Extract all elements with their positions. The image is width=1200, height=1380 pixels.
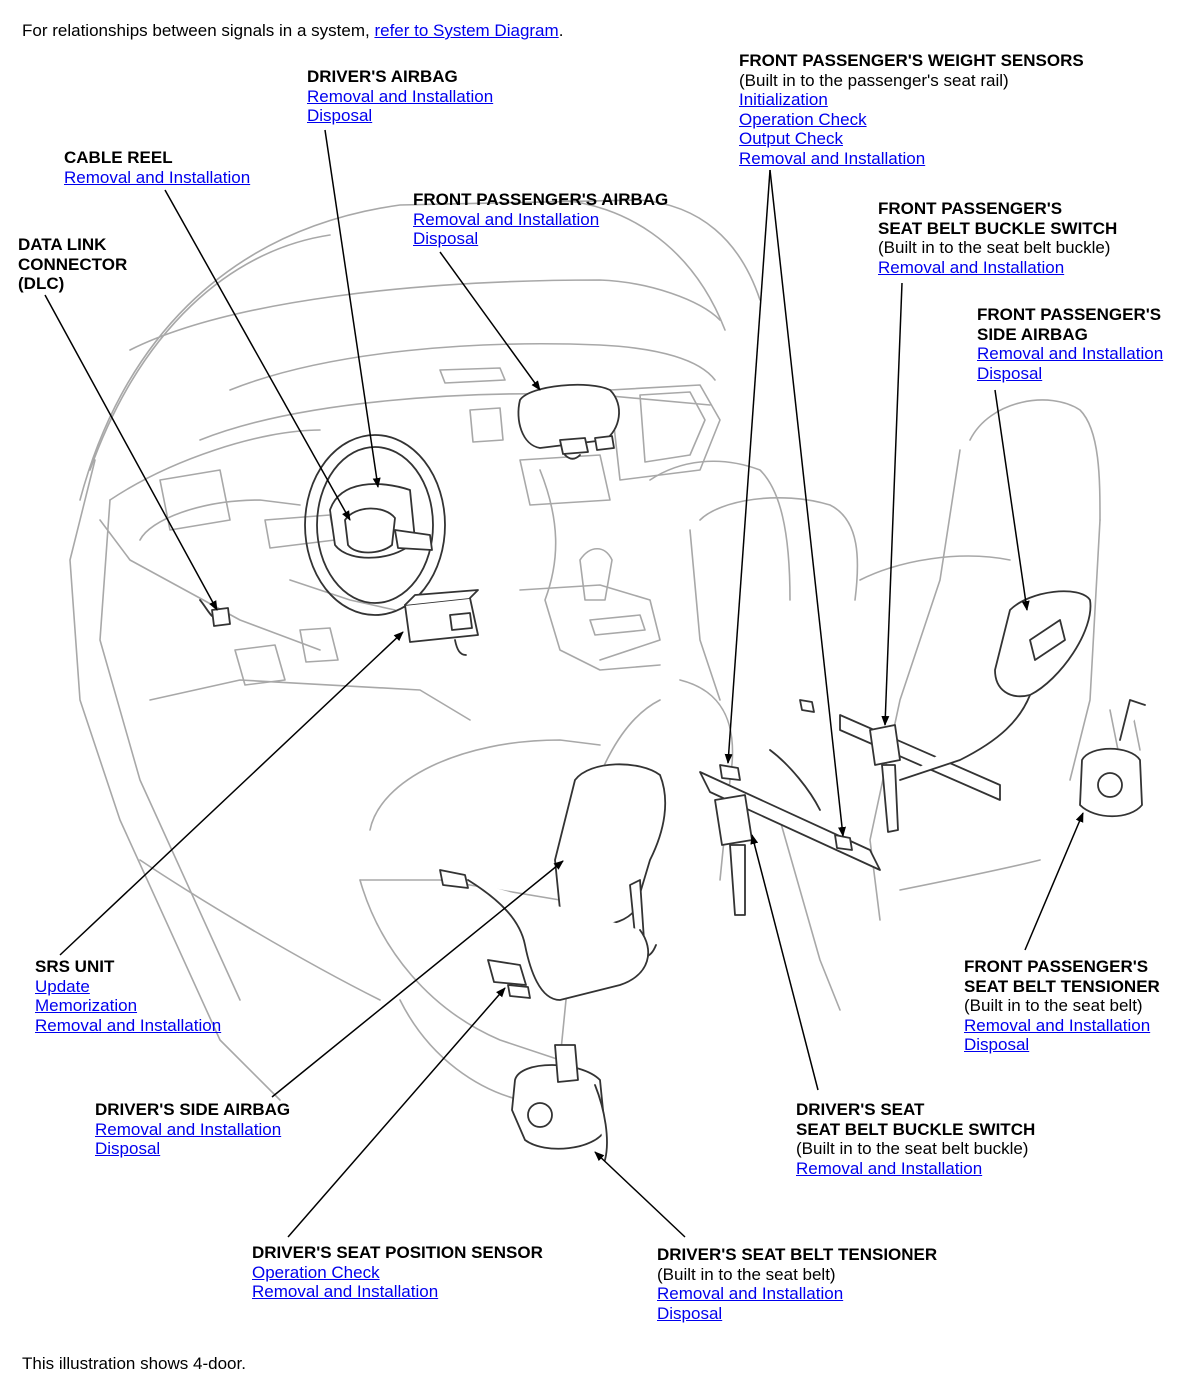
passenger-side-airbag-module — [899, 590, 1092, 781]
driver-buckle-switch-module — [714, 794, 753, 916]
passenger-side-airbag-removal-link[interactable]: Removal and Installation — [977, 344, 1164, 363]
component-title: DRIVER'S SEAT BELT TENSIONER — [657, 1245, 938, 1264]
srs-unit-module — [404, 589, 479, 656]
component-note: (Built in to the seat belt buckle) — [796, 1139, 1029, 1158]
leader-line-driver-buckle — [750, 834, 819, 1091]
drivers-airbag-removal-link[interactable]: Removal and Installation — [307, 86, 494, 106]
passenger-buckle-switch-module — [869, 724, 901, 833]
label-weight-sensors: FRONT PASSENGER'S WEIGHT SENSORS (Built … — [739, 51, 1084, 168]
passenger-airbag-module — [517, 383, 620, 460]
component-title: FRONT PASSENGER'S — [977, 305, 1162, 324]
component-title: DATA LINK — [18, 235, 107, 254]
seat-position-removal-link[interactable]: Removal and Installation — [252, 1282, 439, 1301]
srs-unit-update-link[interactable]: Update — [35, 976, 90, 996]
component-title: DRIVER'S AIRBAG — [307, 67, 458, 86]
component-title: DRIVER'S SEAT — [796, 1100, 925, 1119]
weight-sensors-initialization-link[interactable]: Initialization — [739, 90, 828, 109]
component-title: FRONT PASSENGER'S WEIGHT SENSORS — [739, 51, 1084, 70]
passenger-tensioner-disposal-link[interactable]: Disposal — [964, 1035, 1030, 1054]
component-title: SEAT BELT TENSIONER — [964, 976, 1160, 996]
label-driver-buckle-switch: DRIVER'S SEAT SEAT BELT BUCKLE SWITCH (B… — [796, 1100, 1035, 1178]
intro-suffix: . — [558, 21, 564, 40]
seat-position-operation-check-link[interactable]: Operation Check — [252, 1262, 380, 1282]
leader-line-passenger-side-airbag — [994, 389, 1030, 611]
component-note: (Built in to the seat belt) — [657, 1264, 836, 1284]
leader-lines — [44, 129, 1084, 1238]
component-note: (Built in to the seat belt) — [964, 996, 1143, 1015]
driver-tensioner-module — [511, 1044, 608, 1161]
srs-unit-removal-link[interactable]: Removal and Installation — [35, 1015, 222, 1035]
component-title: SEAT BELT BUCKLE SWITCH — [878, 218, 1118, 238]
component-title: FRONT PASSENGER'S — [964, 957, 1149, 976]
leader-line-passenger-tensioner — [1024, 812, 1084, 951]
label-drivers-airbag: DRIVER'S AIRBAG Removal and Installation… — [307, 67, 493, 126]
component-title: (DLC) — [18, 274, 65, 293]
seat-position-sensor — [439, 869, 649, 1001]
component-title: CONNECTOR — [18, 254, 128, 274]
drivers-airbag-disposal-link[interactable]: Disposal — [307, 106, 373, 125]
leader-line-passenger-buckle — [881, 282, 903, 726]
label-passenger-buckle-switch: FRONT PASSENGER'S SEAT BELT BUCKLE SWITC… — [878, 199, 1117, 277]
passenger-tensioner-removal-link[interactable]: Removal and Installation — [964, 1015, 1151, 1035]
passenger-tensioner-module — [1079, 699, 1146, 818]
cabin-outline — [69, 199, 1141, 1101]
system-diagram-link[interactable]: refer to System Diagram — [374, 21, 559, 40]
label-srs-unit: SRS UNIT Update Memorization Removal and… — [35, 957, 221, 1035]
weight-sensors-removal-link[interactable]: Removal and Installation — [739, 148, 926, 168]
component-title: FRONT PASSENGER'S AIRBAG — [413, 190, 669, 209]
driver-tensioner-removal-link[interactable]: Removal and Installation — [657, 1284, 844, 1303]
component-title: DRIVER'S SEAT POSITION SENSOR — [252, 1243, 543, 1262]
component-title: DRIVER'S SIDE AIRBAG — [95, 1100, 291, 1119]
leader-line-weight-sensor-right — [769, 169, 846, 837]
leader-line-drivers-airbag — [324, 129, 381, 488]
component-title: SEAT BELT BUCKLE SWITCH — [796, 1119, 1036, 1139]
leader-line-passenger-airbag — [439, 251, 541, 391]
leader-line-seat-position-sensor — [287, 987, 506, 1238]
passenger-side-airbag-disposal-link[interactable]: Disposal — [977, 363, 1043, 383]
passenger-airbag-removal-link[interactable]: Removal and Installation — [413, 209, 600, 229]
label-drivers-side-airbag: DRIVER'S SIDE AIRBAG Removal and Install… — [95, 1100, 290, 1159]
label-cable-reel: CABLE REEL Removal and Installation — [64, 148, 250, 187]
label-front-passengers-airbag: FRONT PASSENGER'S AIRBAG Removal and Ins… — [413, 190, 668, 249]
weight-sensors-output-check-link[interactable]: Output Check — [739, 129, 843, 148]
steering-wheel — [304, 434, 446, 616]
component-title: FRONT PASSENGER'S — [878, 199, 1063, 218]
leader-line-cable-reel — [164, 189, 351, 521]
passenger-buckle-removal-link[interactable]: Removal and Installation — [878, 257, 1065, 277]
cable-reel-removal-link[interactable]: Removal and Installation — [64, 167, 251, 187]
driver-buckle-removal-link[interactable]: Removal and Installation — [796, 1158, 983, 1178]
component-title: SRS UNIT — [35, 957, 115, 976]
leader-line-weight-sensor-left — [724, 169, 771, 764]
leader-line-drivers-side-airbag — [271, 860, 564, 1098]
leader-line-driver-tensioner — [594, 1151, 686, 1238]
drivers-side-airbag-disposal-link[interactable]: Disposal — [95, 1139, 161, 1158]
label-passenger-tensioner: FRONT PASSENGER'S SEAT BELT TENSIONER (B… — [964, 957, 1160, 1055]
drivers-side-airbag-removal-link[interactable]: Removal and Installation — [95, 1119, 282, 1139]
component-title: CABLE REEL — [64, 148, 173, 167]
label-passenger-side-airbag: FRONT PASSENGER'S SIDE AIRBAG Removal an… — [977, 305, 1163, 383]
intro-sentence: For relationships between signals in a s… — [22, 21, 375, 40]
illustration-note: This illustration shows 4-door. — [22, 1354, 246, 1373]
intro-text: For relationships between signals in a s… — [22, 21, 563, 41]
leader-line-dlc — [44, 294, 218, 611]
label-seat-position-sensor: DRIVER'S SEAT POSITION SENSOR Operation … — [252, 1243, 543, 1302]
dlc-connector — [199, 599, 231, 627]
component-title: SIDE AIRBAG — [977, 324, 1088, 344]
driver-side-airbag-module — [554, 763, 667, 958]
component-note: (Built in to the passenger's seat rail) — [739, 70, 1009, 90]
srs-unit-memorization-link[interactable]: Memorization — [35, 996, 138, 1015]
leader-line-srs-unit — [59, 631, 404, 956]
passenger-airbag-disposal-link[interactable]: Disposal — [413, 229, 479, 248]
driver-tensioner-disposal-link[interactable]: Disposal — [657, 1303, 723, 1323]
component-note: (Built in to the seat belt buckle) — [878, 238, 1111, 257]
label-dlc: DATA LINK CONNECTOR (DLC) — [18, 235, 127, 294]
label-driver-tensioner: DRIVER'S SEAT BELT TENSIONER (Built in t… — [657, 1245, 937, 1323]
weight-sensors-operation-check-link[interactable]: Operation Check — [739, 109, 867, 129]
